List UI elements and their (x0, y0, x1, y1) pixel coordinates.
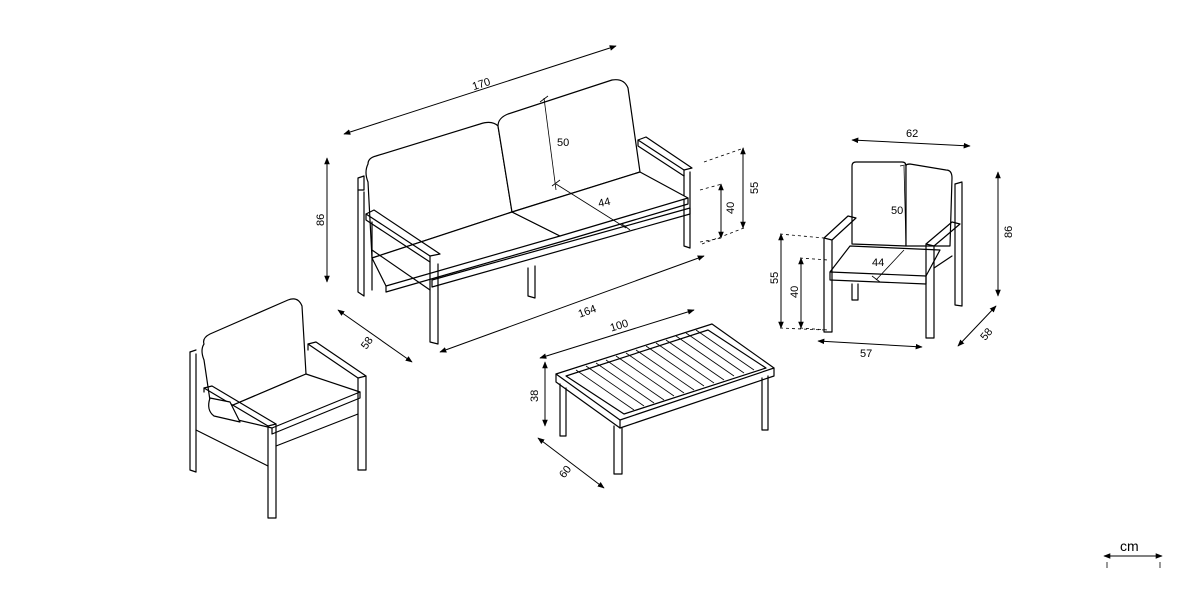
table-height-label: 38 (529, 390, 541, 402)
sofa-seat-width-line (439, 255, 705, 353)
sofa-seat-height-label: 40 (725, 202, 737, 214)
sofa-depth-line (337, 309, 413, 363)
sofa-drawing (357, 79, 693, 345)
chair-seat-width-line (817, 338, 923, 350)
chair-depth-label: 58 (978, 326, 995, 343)
chair-seat-height-label: 40 (789, 286, 801, 298)
sofa-height-label: 86 (315, 214, 327, 226)
chair-total-width-label: 62 (906, 128, 918, 140)
chair-height-label: 86 (1003, 226, 1015, 238)
table-width-label: 60 (557, 464, 574, 481)
sofa-total-width-label: 170 (471, 76, 492, 93)
chair-seat-width-label: 57 (860, 348, 872, 360)
sofa-arm-height-label: 55 (749, 182, 761, 194)
chair-seat-depth-label: 44 (872, 257, 884, 269)
sofa-seat-depth-label: 44 (597, 196, 611, 210)
sofa-seat-width-label: 164 (577, 303, 598, 321)
unit-legend: cm (1103, 538, 1163, 568)
unit-label: cm (1120, 538, 1139, 554)
left-armchair-drawing (189, 298, 367, 519)
sofa-total-width-line (343, 45, 617, 135)
table-width-line (537, 437, 605, 489)
coffee-table-dimensions: 100 60 38 (529, 309, 695, 489)
sofa-depth-label: 58 (359, 335, 376, 352)
chair-total-width-line (851, 137, 971, 149)
chair-back-height-label: 50 (891, 205, 903, 217)
chair-depth-line (957, 305, 997, 347)
coffee-table-drawing (555, 323, 775, 475)
right-armchair-drawing (823, 161, 963, 339)
table-length-label: 100 (609, 318, 630, 335)
sofa-back-height-label: 50 (557, 137, 569, 149)
right-armchair-dimensions: 62 57 86 58 55 40 50 44 (769, 128, 1015, 360)
chair-arm-height-label: 55 (769, 272, 781, 284)
table-length-line (539, 309, 695, 359)
